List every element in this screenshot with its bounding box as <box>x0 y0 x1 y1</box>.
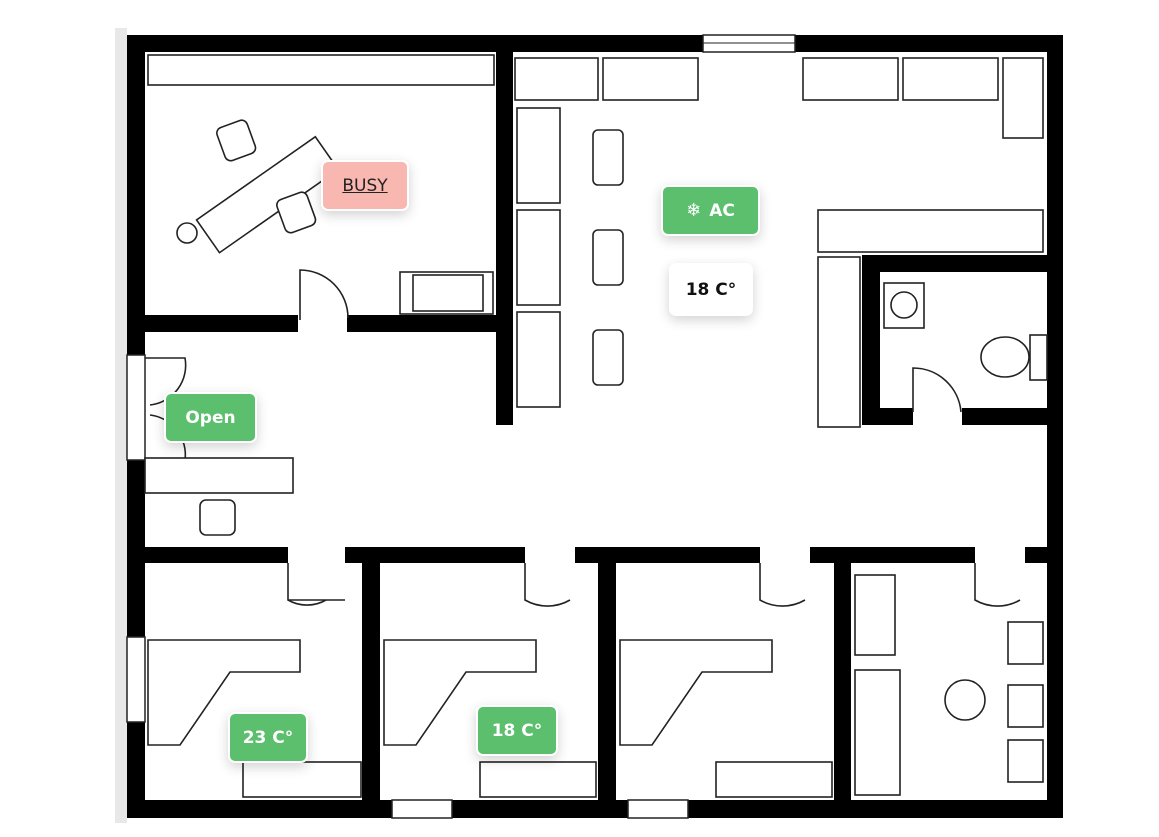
office1-temperature: 23 C° <box>242 727 294 748</box>
meeting-room-status: BUSY <box>342 175 388 196</box>
office2-temperature-badge[interactable]: 18 C° <box>476 705 558 756</box>
furniture <box>144 54 1048 798</box>
office2-temperature: 18 C° <box>491 720 543 741</box>
office1-temperature-badge[interactable]: 23 C° <box>228 712 308 763</box>
lounge-temperature: 18 C° <box>685 279 737 300</box>
walls <box>127 35 1063 818</box>
lounge-temperature-badge[interactable]: 18 C° <box>669 263 753 316</box>
ac-label: AC <box>709 200 735 221</box>
snowflake-icon: ❄ <box>686 200 702 221</box>
entrance-status-badge[interactable]: Open <box>164 392 257 443</box>
meeting-room-status-badge[interactable]: BUSY <box>321 160 409 211</box>
ac-button[interactable]: ❄ AC <box>661 185 760 236</box>
entrance-status: Open <box>185 407 236 428</box>
